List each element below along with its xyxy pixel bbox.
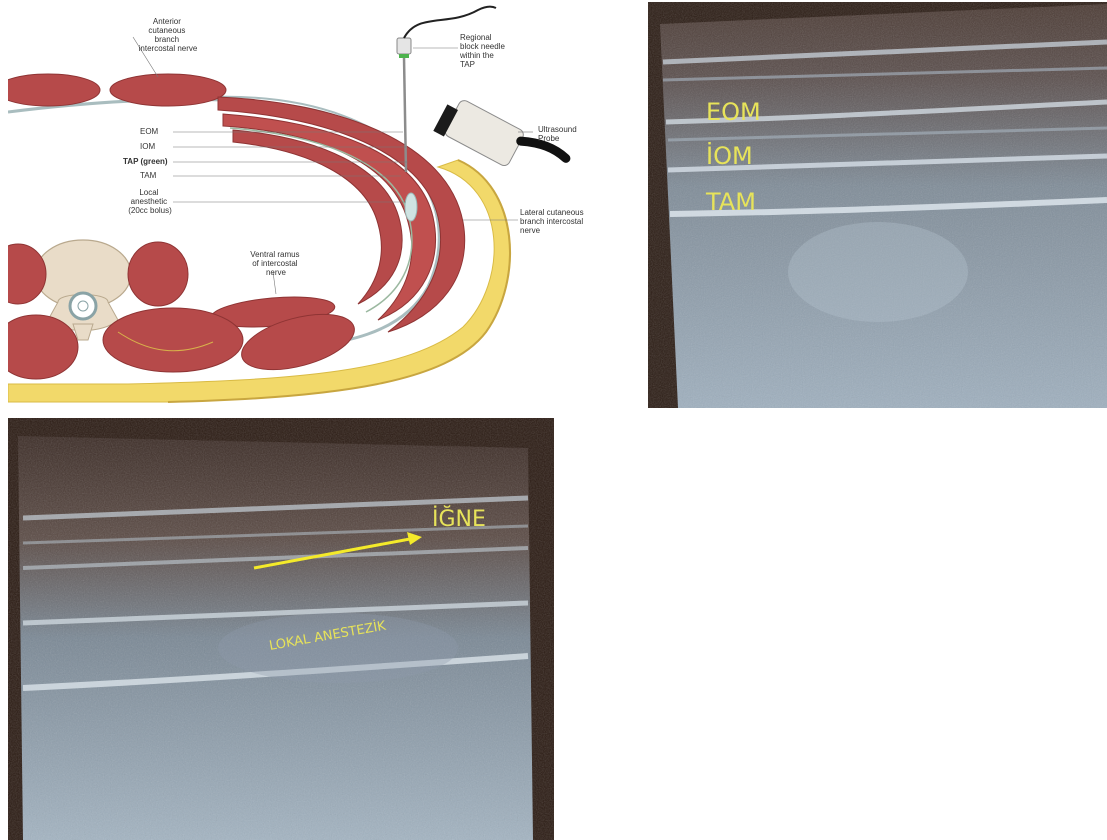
us-label-eom: EOM <box>706 98 761 126</box>
label-probe: Ultrasound Probe <box>538 125 579 143</box>
us-label-tam: TAM <box>705 188 756 216</box>
ultrasound-image-needle: İĞNE LOKAL ANESTEZİK <box>8 418 554 840</box>
us-label-needle: İĞNE <box>432 506 486 532</box>
label-needle: Regional block needle within the TAP <box>459 33 507 69</box>
rectus-right <box>110 74 226 106</box>
local-anesthetic-bolus <box>405 193 417 221</box>
label-anterior-branch: Anterior cutaneous branch intercostal ne… <box>139 17 198 53</box>
psoas-right <box>128 242 188 306</box>
tap-block-diagram: Anterior cutaneous branch intercostal ne… <box>8 2 620 406</box>
ultrasound-layers-scan: EOM İOM TAM <box>648 2 1107 408</box>
label-local-anesthetic: Local anesthetic (20cc bolus) <box>128 188 172 215</box>
ultrasound-needle-scan: İĞNE LOKAL ANESTEZİK <box>8 418 554 840</box>
paraspinal-right <box>103 308 243 372</box>
label-tap: TAP (green) <box>123 157 168 166</box>
cross-section-illustration: Anterior cutaneous branch intercostal ne… <box>8 2 620 406</box>
label-tam: TAM <box>140 171 157 180</box>
us-label-iom: İOM <box>706 141 753 170</box>
psoas-left <box>8 244 46 304</box>
label-iom: IOM <box>140 142 155 151</box>
label-eom: EOM <box>140 127 159 136</box>
label-lateral-branch: Lateral cutaneous branch intercostal ner… <box>520 208 586 235</box>
rectus-left <box>8 74 100 106</box>
ultrasound-image-layers: EOM İOM TAM <box>648 2 1107 408</box>
